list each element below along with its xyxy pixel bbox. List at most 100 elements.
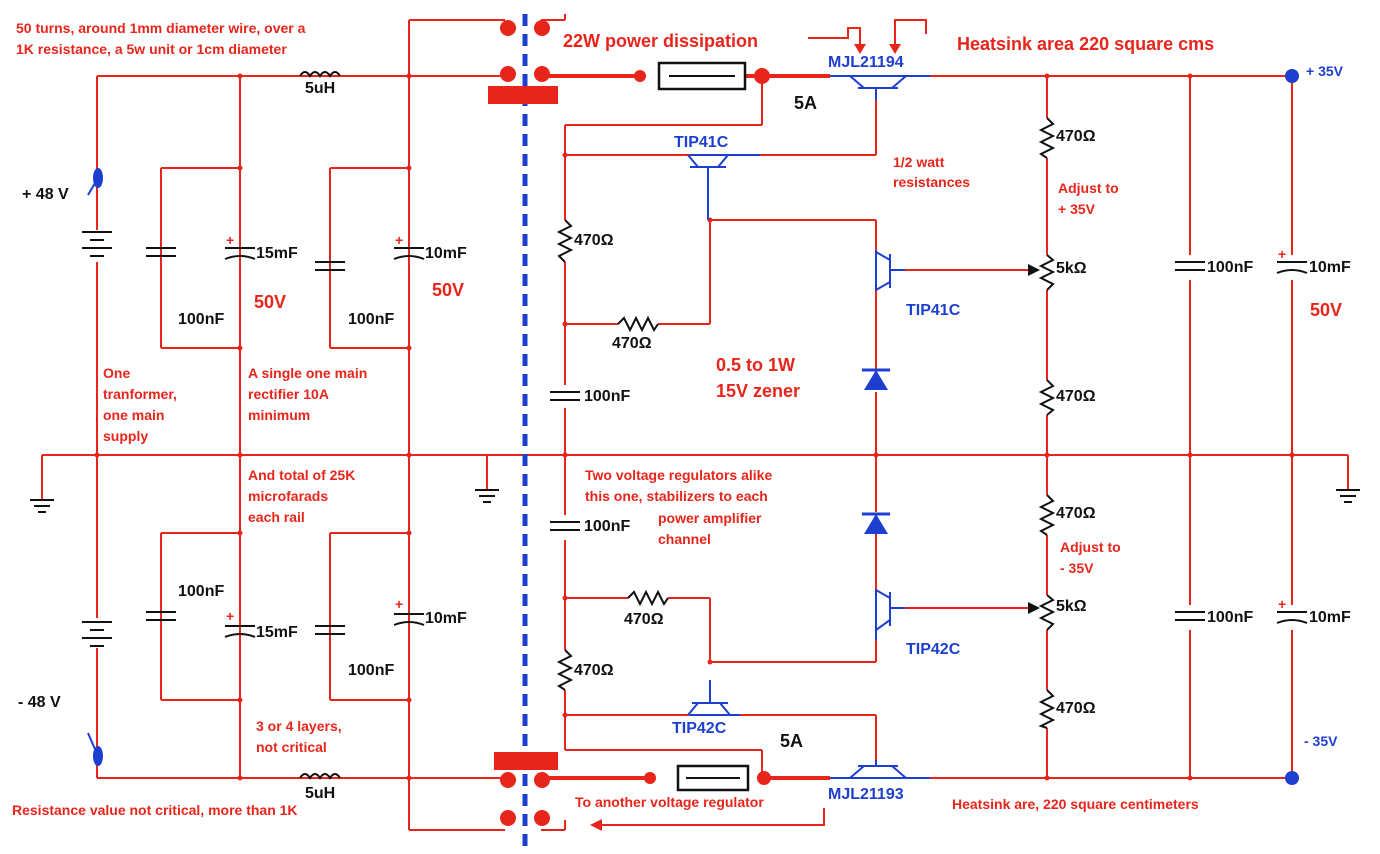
- inductor-top-label: 5uH: [305, 80, 336, 97]
- r470-a-label: 470Ω: [574, 232, 614, 249]
- resistor-470-right-b: [1038, 379, 1056, 416]
- half-watt-note-line2: resistances: [893, 174, 971, 190]
- cap-10mF-right-bot: [1276, 611, 1308, 624]
- resistor-470-c: [627, 589, 669, 607]
- two-regulators-line2: this one, stabilizers to each: [585, 488, 768, 504]
- transformer-note-line4: supply: [103, 428, 149, 444]
- transistor-mjl21194: [830, 75, 930, 100]
- r470-right-d-label: 470Ω: [1056, 700, 1096, 717]
- transistor-tip42c-b: [687, 680, 740, 716]
- r470-right-a-label: 470Ω: [1056, 128, 1096, 145]
- r470-right-c-label: 470Ω: [1056, 505, 1096, 522]
- zener-note-line1: 0.5 to 1W: [716, 355, 796, 375]
- resistance-note: Resistance value not critical, more than…: [12, 802, 298, 818]
- plus-sign: +: [226, 232, 235, 248]
- cap-100nF-top-left: [146, 247, 176, 257]
- cap-10mF-bot: [393, 613, 425, 626]
- rectifier-note-line2: rectifier 10A: [248, 386, 329, 402]
- r470-right-b-label: 470Ω: [1056, 388, 1096, 405]
- mjl21193-label: MJL21193: [828, 786, 904, 803]
- total-note-line1: And total of 25K: [248, 467, 356, 483]
- total-note-line3: each rail: [248, 509, 305, 525]
- battery-top: [82, 231, 112, 257]
- battery-bottom: [82, 621, 112, 647]
- junctions: [94, 73, 1295, 781]
- ground-symbol-left: [30, 499, 54, 513]
- pot-5k-top: [1038, 254, 1056, 291]
- ground-symbol-right: [1336, 489, 1360, 503]
- c10-bot-label: 10mF: [425, 610, 467, 627]
- cap-100nF-bot-mid: [315, 625, 345, 635]
- cap-100nF-bot-left: [146, 611, 176, 621]
- cap-15mF-bot: [224, 625, 256, 638]
- rectifier-note-line3: minimum: [248, 407, 311, 423]
- zener-note-line2: 15V zener: [716, 381, 801, 401]
- c100-bot-b-label: 100nF: [348, 662, 395, 679]
- terminal-leads: [87, 177, 99, 757]
- transformer-note-line1: One: [103, 365, 131, 381]
- minus-35v-label: - 35V: [1304, 733, 1338, 749]
- c100-right-top-label: 100nF: [1207, 259, 1254, 276]
- tip42c-b-label: TIP42C: [672, 720, 727, 737]
- transformer-note-line3: one main: [103, 407, 165, 423]
- r470-b-label: 470Ω: [612, 335, 652, 352]
- two-regulators-line1: Two voltage regulators alike: [585, 467, 773, 483]
- resistor-470-d: [556, 649, 574, 691]
- transistor-mjl21193: [830, 760, 930, 779]
- transistor-tip41c-a: [687, 154, 760, 220]
- pot-top-label: 5kΩ: [1056, 260, 1087, 277]
- voltage-50v-c: 50V: [1310, 300, 1343, 320]
- resistor-470-b: [617, 315, 659, 333]
- mjl21194-label: MJL21194: [828, 54, 904, 71]
- minus-48v-label: - 48 V: [18, 694, 61, 711]
- voltage-50v-a: 50V: [254, 292, 287, 312]
- plus-sign: +: [226, 608, 235, 624]
- wire-note-line1: 50 turns, around 1mm diameter wire, over…: [16, 20, 306, 36]
- connectors: [488, 20, 771, 826]
- r470-c-label: 470Ω: [624, 611, 664, 628]
- arrow-heads: [590, 44, 901, 831]
- c15-bot-label: 15mF: [256, 624, 298, 641]
- adjust-neg-line1: Adjust to: [1060, 539, 1121, 555]
- c100-top-a-label: 100nF: [178, 311, 225, 328]
- c100-right-bot-label: 100nF: [1207, 609, 1254, 626]
- heatsink-bottom-note: Heatsink are, 220 square centimeters: [952, 796, 1199, 812]
- heatsink-top-note: Heatsink area 220 square cms: [957, 34, 1215, 54]
- two-regulators-line3: power amplifier: [658, 510, 762, 526]
- tip41c-b-label: TIP41C: [906, 302, 961, 319]
- c100-top-b-label: 100nF: [348, 311, 395, 328]
- rectifier-note-line1: A single one main: [248, 365, 368, 381]
- ground-symbol-mid: [475, 489, 499, 503]
- c100-bot-a-label: 100nF: [178, 583, 225, 600]
- plus-sign: +: [1278, 596, 1287, 612]
- plus-35v-label: + 35V: [1306, 63, 1343, 79]
- plus-sign: +: [395, 232, 404, 248]
- c10-right-bot-label: 10mF: [1309, 609, 1351, 626]
- r470-d-label: 470Ω: [574, 662, 614, 679]
- fuse-top-current: 5A: [794, 93, 818, 113]
- resistor-470-right-a: [1038, 117, 1056, 159]
- cap-10mF-top: [393, 247, 425, 260]
- pot-arrows: [1028, 264, 1040, 614]
- wire-note-line2: 1K resistance, a 5w unit or 1cm diameter: [16, 41, 287, 57]
- inductor-bottom-label: 5uH: [305, 785, 336, 802]
- transformer-note-line2: tranformer,: [103, 386, 177, 402]
- plus-sign: +: [1278, 246, 1287, 262]
- pot-bottom-label: 5kΩ: [1056, 598, 1087, 615]
- adjust-pos-line1: Adjust to: [1058, 180, 1119, 196]
- cap-100nF-mid-b: [550, 521, 580, 531]
- plus-sign: +: [395, 596, 404, 612]
- cap-100nF-mid-a: [550, 391, 580, 401]
- zener-bottom: [864, 514, 888, 534]
- two-regulators-line4: channel: [658, 531, 711, 547]
- transistor-tip41c-b: [875, 250, 905, 291]
- pot-5k-bottom: [1038, 594, 1056, 631]
- tip41c-a-label: TIP41C: [674, 134, 729, 151]
- transistor-tip42c-a: [875, 589, 905, 640]
- inductor-top: [299, 71, 341, 78]
- layers-note-line1: 3 or 4 layers,: [256, 718, 342, 734]
- wiring: [41, 14, 1349, 831]
- power-dissipation-note: 22W power dissipation: [563, 31, 759, 51]
- cap-100nF-top-mid: [315, 261, 345, 271]
